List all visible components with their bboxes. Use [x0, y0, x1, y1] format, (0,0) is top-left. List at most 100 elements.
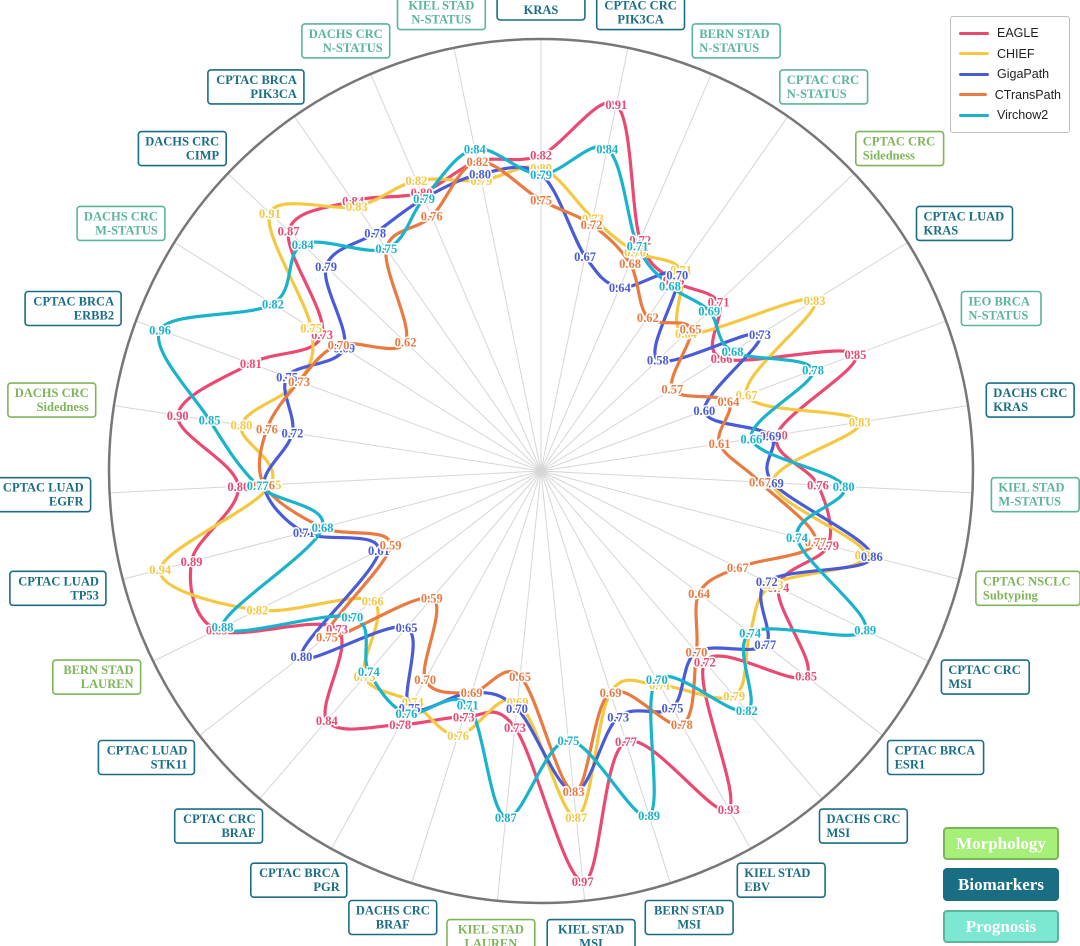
category-morphology-box: Morphology	[943, 827, 1059, 860]
radial-gridline	[259, 470, 542, 800]
legend-swatch-gigapath	[959, 72, 989, 76]
tick-label: BRAF	[221, 826, 255, 840]
data-label-chief: 0.70	[624, 245, 646, 259]
data-label-virchow2: 0.68	[659, 279, 681, 293]
radial-gridline	[411, 470, 542, 884]
series-line-chief	[158, 165, 868, 819]
data-label-chief: 0.71	[670, 263, 692, 277]
data-label-chief: 0.74	[402, 696, 425, 710]
data-label-gigapath: 0.75	[661, 701, 683, 715]
data-label-virchow2: 0.79	[413, 192, 435, 206]
data-label-virchow2: 0.84	[292, 238, 315, 252]
tick-label: MSI	[579, 937, 603, 946]
data-label-gigapath: 0.80	[290, 650, 312, 664]
tick-label: KIEL STAD	[458, 923, 524, 937]
outer-circle	[107, 37, 975, 905]
radial-gridline	[540, 173, 855, 472]
data-label-virchow2: 0.79	[530, 168, 552, 182]
legend-label-gigapath: GigaPath	[997, 67, 1050, 82]
data-label-virchow2: 0.76	[395, 707, 417, 721]
data-label-ctranspath: 0.65	[509, 670, 531, 684]
data-label-eagle: 0.69	[663, 274, 685, 288]
tick-label: PIK3CA	[617, 13, 664, 27]
data-label-eagle: 0.85	[795, 670, 817, 684]
data-label-ctranspath: 0.76	[421, 210, 443, 224]
data-label-chief: 0.64	[675, 327, 698, 341]
tick-label: CPTAC LUAD	[107, 744, 188, 758]
tick-label: CPTAC NSCLC	[983, 574, 1071, 588]
data-label-eagle: 0.76	[807, 479, 829, 493]
data-label-chief: 0.69	[507, 695, 529, 709]
tick-label: ERBB2	[74, 309, 114, 323]
data-label-chief: 0.79	[470, 174, 492, 188]
tick-box	[446, 918, 536, 946]
data-label-eagle: 0.74	[767, 581, 790, 595]
tick-label: LAUREN	[81, 677, 134, 691]
tick-label: MSI	[677, 918, 701, 932]
radial-gridline	[370, 73, 542, 472]
radial-gridline	[496, 470, 542, 901]
radial-gridline	[540, 470, 883, 736]
data-label-eagle: 0.78	[389, 718, 411, 732]
data-label-gigapath: 0.83	[563, 785, 585, 799]
data-label-chief: 0.82	[246, 604, 268, 618]
tick-label: EGFR	[49, 495, 85, 509]
data-label-ctranspath: 0.69	[461, 686, 483, 700]
data-label-virchow2: 0.70	[646, 673, 668, 687]
radial-gridline	[174, 242, 542, 472]
data-label-eagle: 0.80	[411, 186, 433, 200]
data-label-ctranspath: 0.78	[671, 718, 693, 732]
tick-box	[644, 899, 734, 936]
data-label-eagle: 0.70	[766, 428, 788, 442]
legend-item-chief: CHIEF	[959, 44, 1061, 65]
data-label-virchow2: 0.69	[698, 305, 720, 319]
tick-label: KIEL STAD	[408, 0, 474, 13]
radial-gridline	[330, 470, 542, 849]
tick-label: CPTAC CRC	[505, 0, 577, 3]
data-label-eagle: 0.73	[311, 328, 333, 342]
tick-label: CIMP	[186, 149, 220, 163]
tick-label: Sidedness	[863, 149, 915, 163]
data-label-eagle: 0.84	[316, 714, 339, 728]
legend-label-ctranspath: CTransPath	[994, 87, 1061, 102]
data-label-gigapath: 0.75	[399, 701, 421, 715]
legend-swatch-ctranspath	[959, 93, 987, 97]
tick-label: N-STATUS	[699, 41, 759, 55]
tick-label: N-STATUS	[411, 13, 471, 27]
category-biomarkers-box: Biomarkers	[943, 868, 1059, 901]
data-label-eagle: 0.82	[530, 149, 552, 163]
data-label-ctranspath: 0.65	[680, 322, 702, 336]
data-label-virchow2: 0.71	[627, 239, 649, 253]
data-label-eagle: 0.77	[615, 735, 637, 749]
data-label-gigapath: 0.71	[293, 526, 315, 540]
data-label-virchow2: 0.74	[358, 665, 381, 679]
tick-box	[301, 23, 391, 59]
tick-box	[990, 476, 1080, 513]
tick-box	[940, 659, 1031, 695]
data-label-gigapath: 0.70	[666, 269, 688, 283]
tick-box	[886, 739, 985, 776]
tick-label: N-STATUS	[968, 309, 1028, 323]
data-label-ctranspath: 0.75	[530, 194, 552, 208]
tick-label: PGR	[313, 880, 340, 894]
data-label-eagle: 0.89	[181, 555, 203, 569]
radial-gridline	[540, 320, 947, 472]
data-label-chief: 0.83	[346, 200, 368, 214]
tick-label: KRAS	[924, 223, 959, 237]
data-label-gigapath: 0.67	[574, 250, 596, 264]
tick-box	[691, 23, 781, 59]
data-label-virchow2: 0.82	[736, 704, 758, 718]
